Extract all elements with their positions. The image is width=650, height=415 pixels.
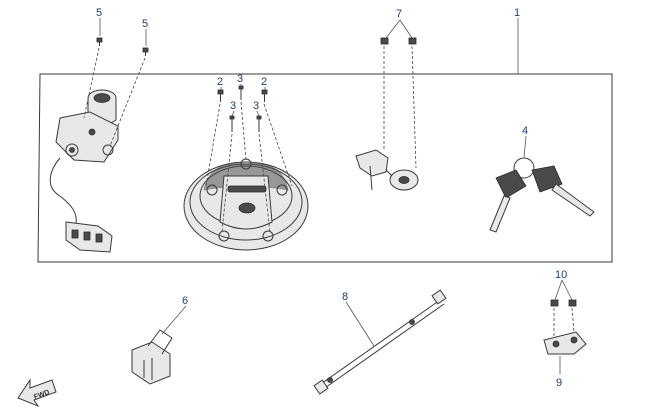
callout-5-left: 5	[96, 7, 102, 19]
seat-lock	[355, 149, 419, 191]
nut-7-left	[380, 37, 389, 45]
nut-10-right	[568, 299, 577, 307]
callout-6: 6	[182, 295, 188, 307]
screw-5-right	[142, 47, 149, 56]
screw-2-right	[261, 89, 268, 102]
callout-7: 7	[396, 8, 402, 20]
screw-3-right	[256, 115, 262, 132]
release-cable	[313, 289, 447, 395]
sensor-unit	[543, 331, 587, 355]
screw-5-left	[96, 37, 103, 46]
callout-2-left: 2	[217, 76, 223, 88]
callout-3-top: 3	[237, 73, 243, 85]
callout-8: 8	[342, 291, 348, 303]
leader-lines	[99, 18, 573, 374]
callout-10: 10	[555, 269, 567, 281]
callout-5-right: 5	[142, 18, 148, 30]
forward-direction-arrow: FWD	[17, 378, 57, 408]
callout-4: 4	[522, 125, 528, 137]
key-set	[489, 157, 595, 233]
callout-9: 9	[556, 377, 562, 389]
lock-bracket	[131, 329, 173, 385]
callout-3-right: 3	[253, 100, 259, 112]
screw-2-left	[217, 89, 224, 102]
fuel-tank-cap	[183, 158, 309, 251]
screw-3-top	[238, 85, 244, 100]
ignition-switch	[49, 89, 119, 253]
nut-10-left	[550, 299, 559, 307]
assembly-frame	[37, 73, 613, 263]
nut-7-right	[408, 37, 417, 45]
screw-3-left	[229, 115, 235, 132]
callout-2-right: 2	[261, 76, 267, 88]
callout-1: 1	[514, 7, 520, 19]
callout-3-left: 3	[230, 100, 236, 112]
